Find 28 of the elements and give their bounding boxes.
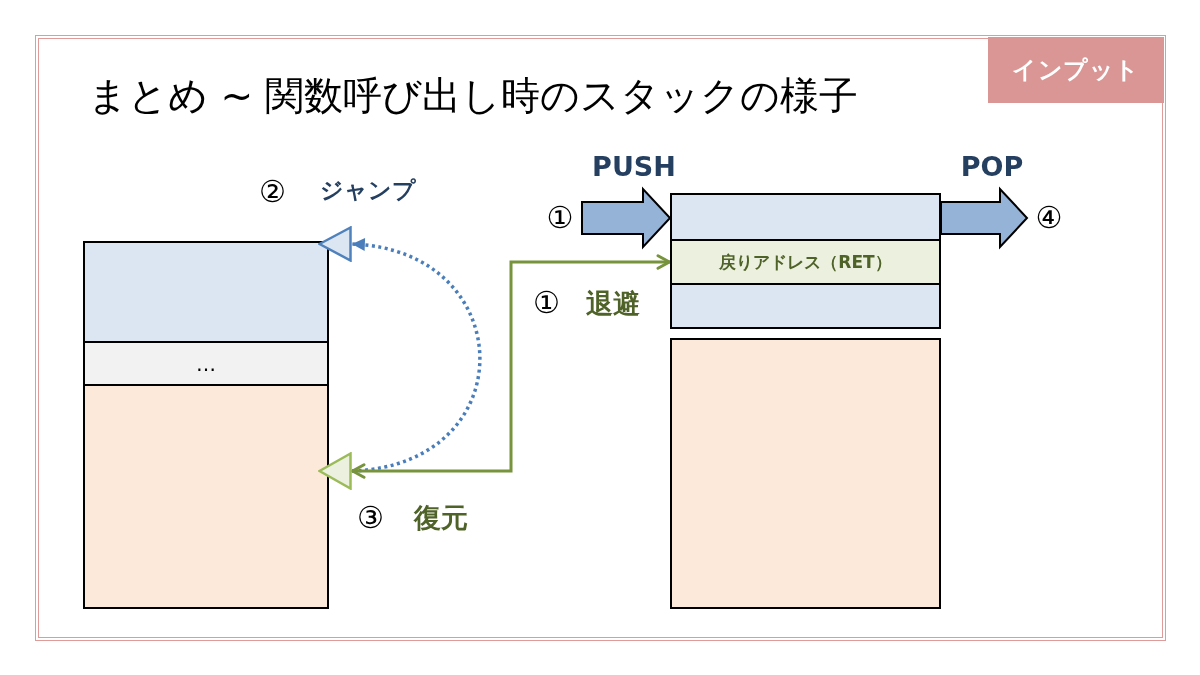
block-arrow [581,186,672,250]
stack-block [670,338,941,609]
edge-label: POP [960,153,1024,180]
stack-row [670,193,941,241]
stack-frame-block [83,384,329,609]
step-number: ③ [357,503,384,533]
tag-text: インプット [1012,58,1140,82]
circled-number: ① [538,199,582,237]
step-label: ジャンプ [320,179,416,202]
step-number: ② [259,177,286,207]
section-tag [988,37,1164,103]
step-number: ① [533,288,560,318]
stack-frame-block [83,241,329,343]
stack-row [670,239,941,285]
pointer-triangle [318,452,352,490]
step-label: 復元 [414,504,468,531]
row-label: 戻りアドレス（RET） [719,253,892,271]
connector-arrow [351,254,671,479]
circled-number: ④ [1027,199,1071,237]
slide-title: まとめ ~ 関数呼び出し時のスタックの様子 [88,76,859,115]
block-arrow [940,186,1029,250]
edge-label: PUSH [592,153,676,180]
stack-frame-block [83,341,329,386]
pointer-triangle [318,226,352,262]
ellipsis-text: … [196,353,216,374]
step-label: 退避 [586,290,640,317]
stack-row [670,283,941,329]
dotted-arrow [351,239,482,473]
